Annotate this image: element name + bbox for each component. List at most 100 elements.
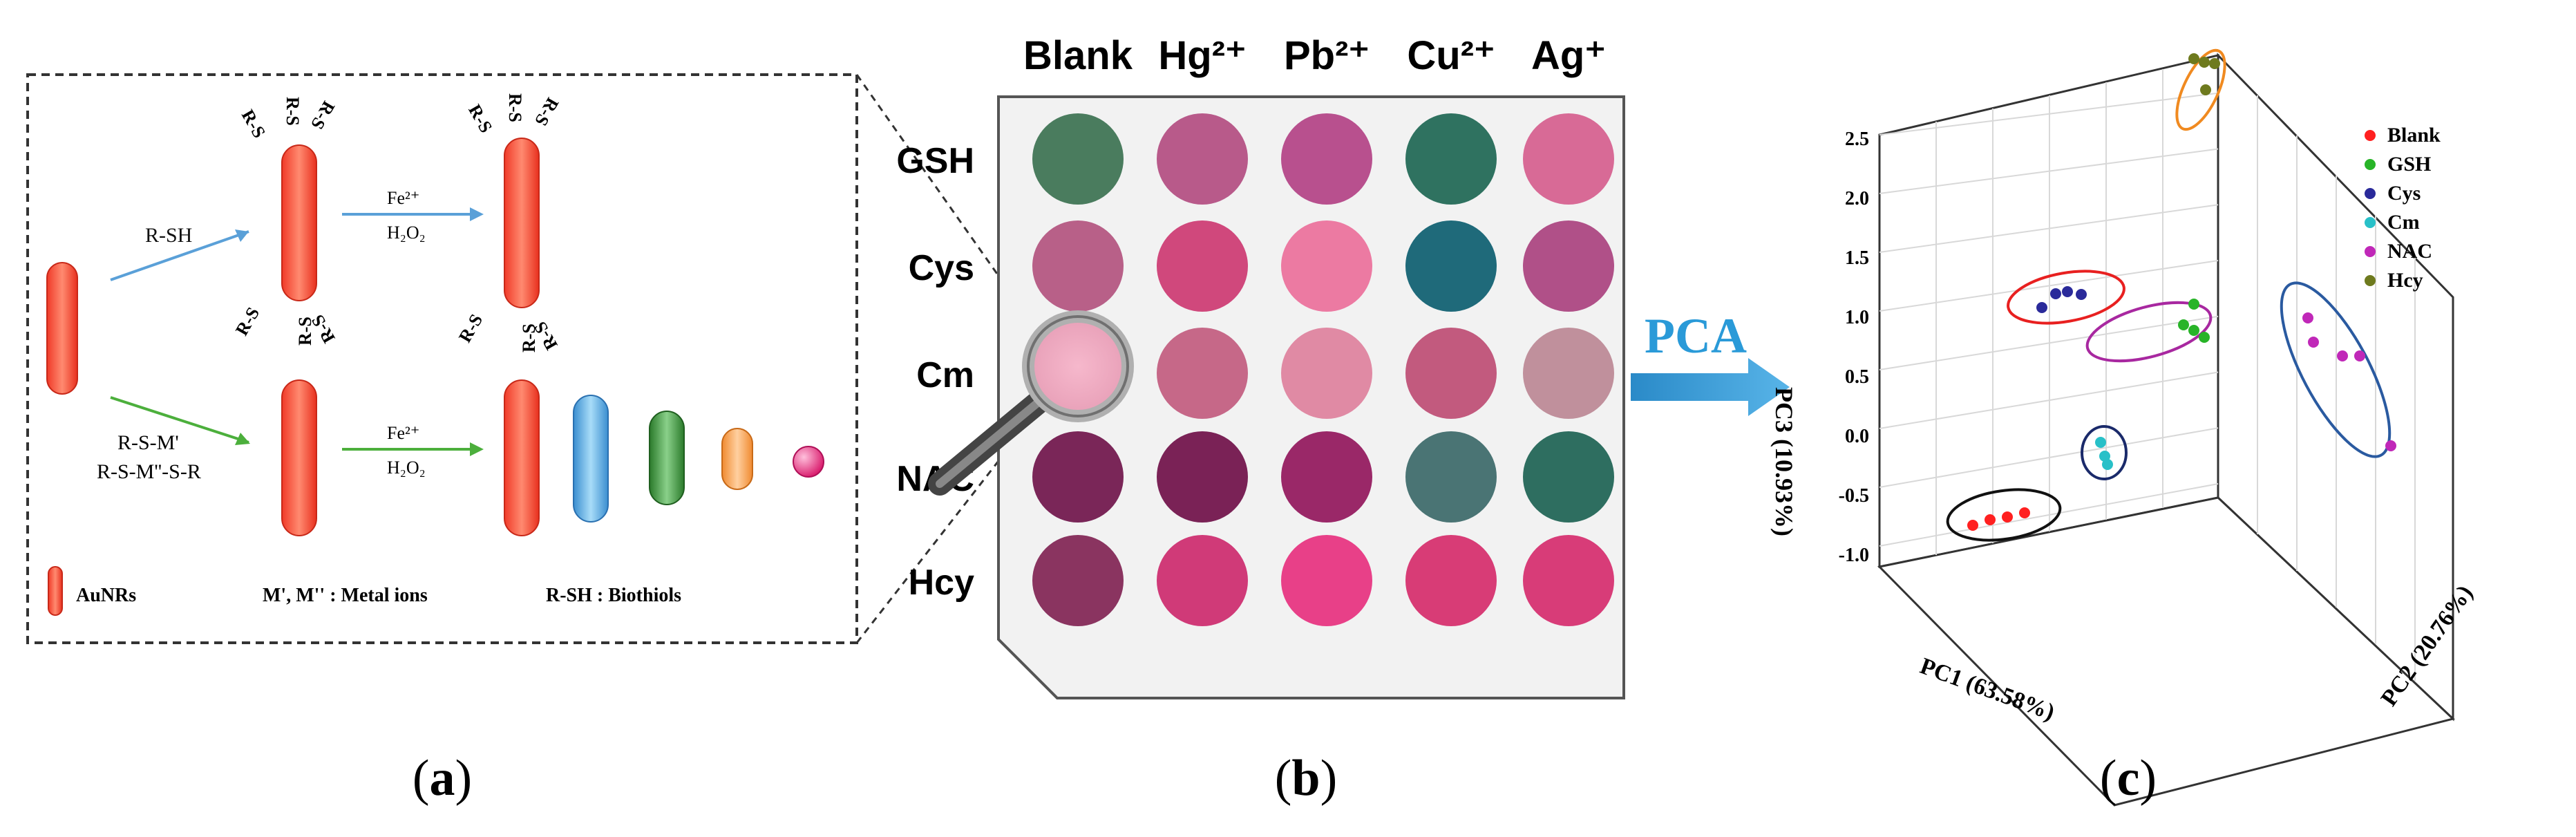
thiol-label-tm: R-S	[283, 97, 303, 126]
data-point-gsh	[2188, 325, 2199, 336]
data-point-gsh	[2178, 319, 2189, 330]
well	[1281, 113, 1372, 205]
panel-a-frame	[26, 73, 858, 644]
well	[1523, 535, 1614, 626]
row-header: GSH	[896, 141, 974, 181]
well	[1032, 113, 1124, 205]
data-point-gsh	[2188, 299, 2199, 310]
well-grid	[1032, 113, 1614, 626]
scatter-points	[1967, 53, 2396, 531]
data-point-cys	[2076, 289, 2087, 300]
legend-entry: NAC	[2387, 240, 2432, 263]
data-point-nac	[2308, 337, 2319, 348]
well	[1032, 535, 1124, 626]
fe-arrow-bottom-head	[470, 442, 484, 456]
rsh-arrow-head	[235, 229, 249, 242]
data-point-hcy	[2199, 57, 2210, 68]
panel-label-c: (c)	[2100, 750, 2157, 807]
pca-label: PCA	[1645, 308, 1747, 364]
well	[1281, 535, 1372, 626]
fe-label-top: Fe²⁺	[387, 188, 420, 208]
column-header: Pb²⁺	[1284, 33, 1370, 78]
legend-entry: Blank	[2387, 124, 2441, 147]
metal-arrow	[110, 396, 249, 444]
cluster-hcy	[2175, 48, 2226, 131]
row-header: Cys	[909, 248, 974, 288]
fe-label-bottom: Fe²⁺	[387, 423, 420, 443]
aunr-initial-rod	[46, 262, 78, 395]
data-point-cys	[2062, 286, 2073, 297]
well	[1405, 113, 1497, 205]
thiol-label-tr: R-S	[307, 97, 339, 133]
etched-rod-red	[504, 379, 540, 536]
etched-rod-green	[649, 411, 685, 505]
cluster-gsh	[2085, 301, 2213, 363]
z-tick-label: 2.5	[1845, 129, 1869, 150]
data-point-hcy	[2188, 53, 2199, 64]
aunr-thiol-rod-2	[504, 138, 540, 308]
well	[1157, 220, 1248, 312]
grid-lines	[1879, 69, 2416, 681]
data-point-blank	[1985, 514, 1996, 525]
well	[1405, 431, 1497, 523]
z-tick-label: 1.0	[1845, 307, 1869, 328]
fe-arrow-top-head	[470, 207, 484, 221]
row-header: Cm	[916, 355, 974, 395]
data-point-hcy	[2200, 84, 2211, 95]
data-point-cys	[2036, 302, 2047, 313]
thiol-label-bm: R-S	[295, 317, 315, 346]
z-tick-label: 0.0	[1845, 426, 1869, 447]
thiol-label-bl: R-S	[231, 304, 263, 339]
thiol-label-2-tr: R-S	[531, 94, 562, 129]
aunr-thiol-rod	[281, 144, 317, 301]
z-axis-ticks: 2.52.01.51.00.50.0-0.5-1.0	[1839, 129, 1869, 566]
metal-arrow-head	[235, 433, 250, 445]
well	[1405, 535, 1497, 626]
legend-marker	[2365, 130, 2376, 141]
legend-entry: Hcy	[2387, 269, 2423, 292]
z-tick-label: 2.0	[1845, 188, 1869, 209]
column-header: Cu²⁺	[1407, 33, 1495, 78]
thiol-label-tl: R-S	[238, 106, 269, 142]
legend-entry: Cys	[2387, 182, 2421, 205]
well	[1405, 220, 1497, 312]
cluster-blank	[1946, 488, 2062, 542]
data-point-cm	[2102, 459, 2113, 470]
well	[1405, 328, 1497, 419]
reagent-rsh: R-SH	[145, 224, 192, 247]
data-point-nac	[2354, 350, 2365, 361]
well	[1281, 220, 1372, 312]
legend-entry: GSH	[2387, 153, 2431, 176]
legend-marker	[2365, 159, 2376, 170]
cluster-cys	[2007, 270, 2125, 325]
well	[1032, 220, 1124, 312]
z-tick-label: -0.5	[1839, 485, 1869, 507]
column-header: Ag⁺	[1531, 33, 1606, 78]
well	[1523, 431, 1614, 523]
h2o2-label-top: H₂O₂	[387, 223, 426, 243]
well	[1032, 431, 1124, 523]
floor	[1877, 496, 2456, 807]
z-tick-label: -1.0	[1839, 545, 1869, 566]
legend-marker	[2365, 188, 2376, 199]
thiol-label-2-bm: R-S	[519, 323, 539, 352]
data-point-cys	[2050, 288, 2061, 299]
reagent-rsm: R-S-M'	[117, 431, 179, 454]
z-axis-label: PC3 (10.93%)	[1770, 387, 1798, 536]
z-tick-label: 1.5	[1845, 247, 1869, 269]
thiol-label-2-bl: R-S	[455, 311, 486, 346]
legend-biothiols: R-SH : Biothiols	[546, 585, 681, 606]
legend-marker	[2365, 275, 2376, 286]
h2o2-label-bottom: H₂O₂	[387, 458, 426, 478]
etched-sphere	[793, 446, 824, 478]
data-point-hcy	[2209, 58, 2220, 69]
well	[1157, 535, 1248, 626]
legend-marker	[2365, 217, 2376, 228]
magnifier-icon	[928, 310, 1134, 496]
panel-label-a: (a)	[413, 750, 472, 807]
